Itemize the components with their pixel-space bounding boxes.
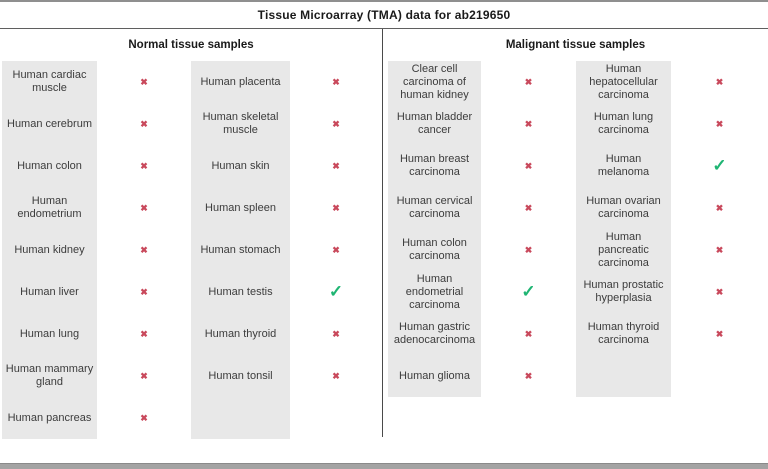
bottom-divider — [0, 463, 768, 469]
tissue-name: Human stomach — [200, 243, 281, 256]
cross-icon: ✖ — [140, 328, 148, 339]
cross-icon: ✖ — [715, 118, 724, 129]
tissue-name: Human lung carcinoma — [593, 111, 654, 136]
cross-icon: ✖ — [524, 76, 533, 87]
result-mark-column: ✖ ✖ ✖ ✖ ✖ ✓ ✖ ✖ — [481, 61, 576, 397]
cross-icon: ✖ — [715, 76, 724, 87]
check-icon: ✓ — [328, 282, 344, 301]
cross-icon: ✖ — [140, 160, 148, 171]
cross-icon: ✖ — [140, 76, 148, 87]
tissue-name: Human placenta — [200, 75, 281, 88]
tissue-name: Human thyroid — [204, 327, 277, 340]
cross-icon: ✖ — [524, 328, 533, 339]
tissue-name: Human liver — [20, 285, 79, 298]
tissue-name: Human skeletal muscle — [202, 111, 279, 136]
cross-icon: ✖ — [332, 328, 340, 339]
page-title: Tissue Microarray (TMA) data for ab21965… — [0, 2, 768, 29]
cross-icon: ✖ — [140, 370, 148, 381]
tissue-name: Human pancreatic carcinoma — [598, 230, 649, 269]
tissue-name: Human skin — [211, 159, 270, 172]
tissue-name: Human cardiac muscle — [12, 69, 87, 94]
cross-icon: ✖ — [332, 76, 340, 87]
cross-icon: ✖ — [524, 370, 533, 381]
cross-icon: ✖ — [715, 244, 724, 255]
cross-icon: ✖ — [140, 244, 148, 255]
tissue-name: Human bladder cancer — [396, 111, 473, 136]
cross-icon: ✖ — [524, 160, 533, 171]
result-mark-column: ✖ ✖ ✓ ✖ ✖ ✖ ✖ — [671, 61, 768, 397]
cross-icon: ✖ — [140, 118, 148, 129]
cross-icon: ✖ — [715, 328, 724, 339]
section-normal-tissue: Normal tissue samples Human cardiac musc… — [0, 29, 382, 439]
check-icon: ✓ — [712, 156, 727, 175]
tissue-name: Human cerebrum — [7, 117, 92, 130]
tissue-name: Human melanoma — [597, 153, 650, 178]
tissue-name: Human testis — [208, 285, 273, 298]
section-malignant-tissue: Malignant tissue samples Clear cell carc… — [382, 29, 768, 437]
tissue-name: Human thyroid carcinoma — [587, 321, 660, 346]
cross-icon: ✖ — [332, 118, 340, 129]
tissue-name: Human endometrium — [17, 195, 82, 220]
tissue-name: Clear cell carcinoma of human kidney — [400, 62, 469, 101]
tissue-name: Human endometrial carcinoma — [405, 272, 464, 311]
tissue-name: Human glioma — [399, 369, 470, 382]
cross-icon: ✖ — [140, 202, 148, 213]
cross-icon: ✖ — [524, 244, 533, 255]
check-icon: ✓ — [521, 282, 536, 301]
tissue-name: Human prostatic hyperplasia — [583, 279, 664, 304]
tissue-name: Human ovarian carcinoma — [586, 195, 661, 220]
cross-icon: ✖ — [715, 286, 724, 297]
result-mark-column: ✖ ✖ ✖ ✖ ✖ ✓ ✖ ✖ — [290, 61, 382, 439]
result-mark-column: ✖ ✖ ✖ ✖ ✖ ✖ ✖ ✖ ✖ — [97, 61, 191, 439]
cross-icon: ✖ — [332, 202, 340, 213]
table-body: Normal tissue samples Human cardiac musc… — [0, 29, 768, 439]
tissue-name: Human spleen — [205, 201, 276, 214]
tissue-name: Human colon carcinoma — [402, 237, 467, 262]
cross-icon: ✖ — [715, 202, 724, 213]
tissue-name: Human mammary gland — [5, 363, 94, 388]
cross-icon: ✖ — [524, 202, 533, 213]
section-header-malignant: Malignant tissue samples — [505, 39, 646, 51]
tissue-name: Human gastric adenocarcinoma — [393, 321, 476, 346]
tissue-name: Human colon — [17, 159, 82, 172]
section-header-normal: Normal tissue samples — [128, 39, 254, 51]
cross-icon: ✖ — [524, 118, 533, 129]
cross-icon: ✖ — [332, 244, 340, 255]
tissue-name: Human breast carcinoma — [399, 153, 470, 178]
cross-icon: ✖ — [140, 412, 148, 423]
tissue-name: Human pancreas — [7, 411, 92, 424]
cross-icon: ✖ — [332, 370, 340, 381]
tissue-name: Human lung — [19, 327, 80, 340]
cross-icon: ✖ — [332, 160, 340, 171]
cross-icon: ✖ — [140, 286, 148, 297]
tissue-name: Human hepatocellular carcinoma — [589, 62, 658, 101]
tissue-name: Human tonsil — [208, 369, 273, 382]
tissue-name: Human kidney — [14, 243, 85, 256]
tissue-name: Human cervical carcinoma — [396, 195, 473, 220]
